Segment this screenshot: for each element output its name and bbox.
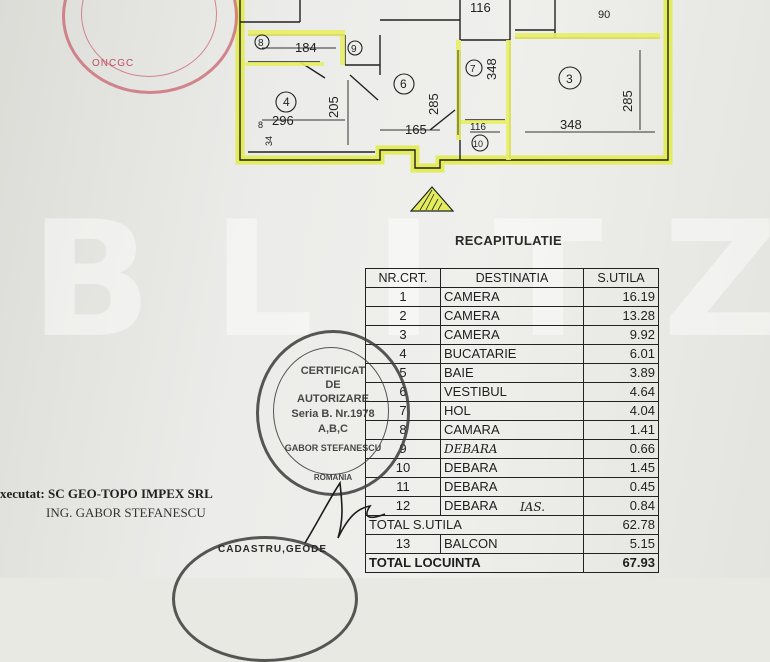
row-area: 16.19 <box>583 287 659 307</box>
executed-by: xecutat: SC GEO-TOPO IMPEX SRL <box>0 486 213 501</box>
total-utila-value: 62.78 <box>583 515 659 535</box>
row-destination: BAIE <box>440 363 584 383</box>
row-area: 9.92 <box>583 325 659 345</box>
row-destination: VESTIBUL <box>440 382 584 402</box>
header-destinatia: DESTINATIA <box>440 268 584 288</box>
row-destination: CAMERA <box>440 306 584 326</box>
row-area: 4.64 <box>583 382 659 402</box>
row-destination: DEBARA <box>440 458 584 478</box>
signature-initials: IAS. <box>520 500 546 514</box>
engineer-name: ING. GABOR STEFANESCU <box>46 505 206 520</box>
row-destination: BUCATARIE <box>440 344 584 364</box>
room-number: 6 <box>400 77 407 91</box>
dimension-label: 116 <box>470 0 491 15</box>
certificate-line: CERTIFICAT <box>300 365 366 377</box>
row-destination: DEBARA <box>440 496 584 516</box>
dimension-label: 348 <box>484 58 499 80</box>
row-destination: CAMARA <box>440 420 584 440</box>
balcon-row: 13 BALCON 5.15 <box>365 534 659 554</box>
row-destination: CAMERA <box>440 287 584 307</box>
row-area: 5.15 <box>583 534 659 554</box>
row-area: 13.28 <box>583 306 659 326</box>
certificate-line: A,B,C <box>318 423 348 435</box>
certificate-line: Seria B. Nr.1978 <box>291 408 375 420</box>
total-locuinta-row: TOTAL LOCUINTA 67.93 <box>365 553 659 573</box>
bottom-stamp-text: CADASTRU,GEODE <box>218 544 328 555</box>
certificate-country: ROMANIA <box>313 473 353 482</box>
header-nr: NR.CRT. <box>365 268 441 288</box>
signature <box>304 480 386 544</box>
certificate-line: DE <box>325 379 341 391</box>
row-area: 0.45 <box>583 477 659 497</box>
floor-plan: 4 6 7 3 8 9 10 184 296 205 165 285 116 3… <box>0 0 770 200</box>
dimension-label: 285 <box>620 90 635 112</box>
header-sutila: S.UTILA <box>583 268 659 288</box>
dimension-label: 348 <box>560 117 582 132</box>
row-nr: 13 <box>365 534 441 554</box>
room-number: 10 <box>473 139 483 149</box>
room-number: 3 <box>566 72 573 86</box>
oncgc-stamp-text: ONCGC <box>92 58 135 69</box>
row-destination: HOL <box>440 401 584 421</box>
room-number: 4 <box>283 95 290 109</box>
row-area: 0.84 <box>583 496 659 516</box>
row-area: 3.89 <box>583 363 659 383</box>
dimension-label: 8 <box>258 120 263 130</box>
row-destination: DEBARA <box>440 439 584 459</box>
certificate-stamp: CERTIFICAT DE AUTORIZARE Seria B. Nr.197… <box>256 330 410 496</box>
floor-plan-drawing: 4 6 7 3 8 9 10 184 296 205 165 285 116 3… <box>235 0 673 173</box>
room-number: 8 <box>258 38 264 49</box>
room-number: 9 <box>351 44 357 55</box>
table-header-row: NR.CRT. DESTINATIA S.UTILA <box>365 268 659 288</box>
total-locuinta-label: TOTAL LOCUINTA <box>365 553 584 573</box>
row-area: 4.04 <box>583 401 659 421</box>
room-number: 7 <box>470 64 476 75</box>
row-nr: 3 <box>365 325 441 345</box>
dimension-label: 205 <box>326 96 341 118</box>
dimension-label: 34 <box>264 136 274 146</box>
certificate-line: AUTORIZARE <box>297 393 369 405</box>
north-arrow-icon <box>410 186 454 212</box>
total-utila-label: TOTAL S.UTILA <box>365 515 584 535</box>
row-area: 1.41 <box>583 420 659 440</box>
row-nr: 2 <box>365 306 441 326</box>
total-utila-row: TOTAL S.UTILA 62.78 <box>365 515 659 535</box>
row-area: 1.45 <box>583 458 659 478</box>
dimension-label: 184 <box>295 40 317 55</box>
dimension-label: 285 <box>426 93 441 115</box>
row-destination: DEBARA <box>440 477 584 497</box>
row-destination: CAMERA <box>440 325 584 345</box>
row-area: 6.01 <box>583 344 659 364</box>
row-area: 0.66 <box>583 439 659 459</box>
dimension-label: 296 <box>272 113 294 128</box>
dimension-label: 165 <box>405 122 427 137</box>
certificate-rim: GABOR STEFANESCU <box>284 443 382 453</box>
recap-title: RECAPITULATIE <box>455 233 562 248</box>
total-locuinta-value: 67.93 <box>583 553 659 573</box>
dimension-label: 116 <box>470 122 486 133</box>
row-destination: BALCON <box>440 534 584 554</box>
row-nr: 1 <box>365 287 441 307</box>
dimension-label: 90 <box>598 9 610 21</box>
